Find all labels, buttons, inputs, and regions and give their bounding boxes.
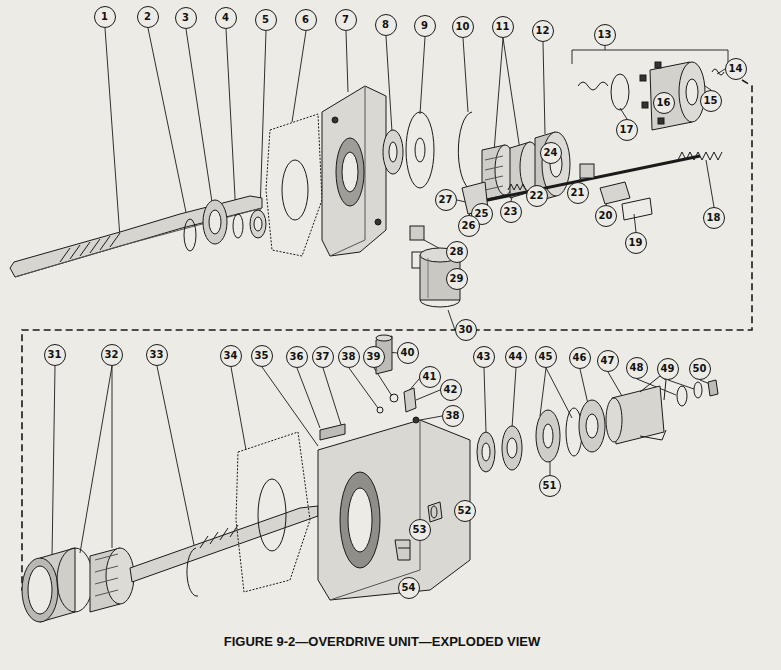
callout-number: 14 (725, 58, 747, 80)
callout-number: 9 (414, 15, 436, 37)
callout-number: 41 (419, 366, 441, 388)
callout-number: 32 (101, 344, 123, 366)
callout-number: 30 (455, 319, 477, 341)
callout-number: 19 (625, 232, 647, 254)
callout-number: 11 (492, 16, 514, 38)
callout-number: 42 (440, 379, 462, 401)
callout-number: 24 (540, 142, 562, 164)
callout-number: 34 (220, 345, 242, 367)
callout-number: 46 (569, 347, 591, 369)
callout-number: 15 (700, 90, 722, 112)
upper-parts (10, 62, 724, 307)
lower-parts (22, 335, 718, 622)
callout-number: 40 (397, 342, 419, 364)
callout-number: 10 (452, 16, 474, 38)
callout-number: 45 (535, 346, 557, 368)
callout-number: 53 (409, 519, 431, 541)
callout-number: 37 (312, 346, 334, 368)
callout-number: 48 (626, 357, 648, 379)
callout-number: 20 (595, 205, 617, 227)
callout-number: 7 (335, 9, 357, 31)
callout-number: 33 (146, 344, 168, 366)
callout-number: 43 (473, 346, 495, 368)
callout-number: 12 (532, 20, 554, 42)
callout-number: 3 (175, 7, 197, 29)
callout-number: 5 (255, 9, 277, 31)
callout-number: 47 (597, 350, 619, 372)
callout-number: 18 (703, 207, 725, 229)
callout-number: 21 (567, 182, 589, 204)
callout-number: 51 (539, 475, 561, 497)
callout-number: 39 (363, 346, 385, 368)
callout-number: 2 (137, 6, 159, 28)
callout-number: 6 (295, 9, 317, 31)
callout-number: 54 (398, 577, 420, 599)
callout-number: 49 (657, 358, 679, 380)
callout-number: 36 (286, 346, 308, 368)
callout-number: 44 (505, 346, 527, 368)
callout-number: 17 (616, 119, 638, 141)
callout-number: 35 (251, 345, 273, 367)
callout-number: 1 (94, 6, 116, 28)
callout-number: 29 (446, 268, 468, 290)
callout-number: 31 (44, 344, 66, 366)
callout-number: 38 (442, 405, 464, 427)
figure-caption: FIGURE 9-2—OVERDRIVE UNIT—EXPLODED VIEW (221, 634, 543, 649)
callout-number: 22 (526, 185, 548, 207)
callout-number: 50 (689, 358, 711, 380)
callout-number: 26 (458, 215, 480, 237)
callout-number: 52 (454, 500, 476, 522)
callout-number: 8 (375, 14, 397, 36)
callout-number: 4 (215, 7, 237, 29)
callout-number: 28 (446, 241, 468, 263)
callout-number: 27 (435, 189, 457, 211)
callout-number: 13 (594, 24, 616, 46)
callout-number: 16 (653, 92, 675, 114)
callout-number: 38 (338, 346, 360, 368)
callout-number: 23 (500, 201, 522, 223)
